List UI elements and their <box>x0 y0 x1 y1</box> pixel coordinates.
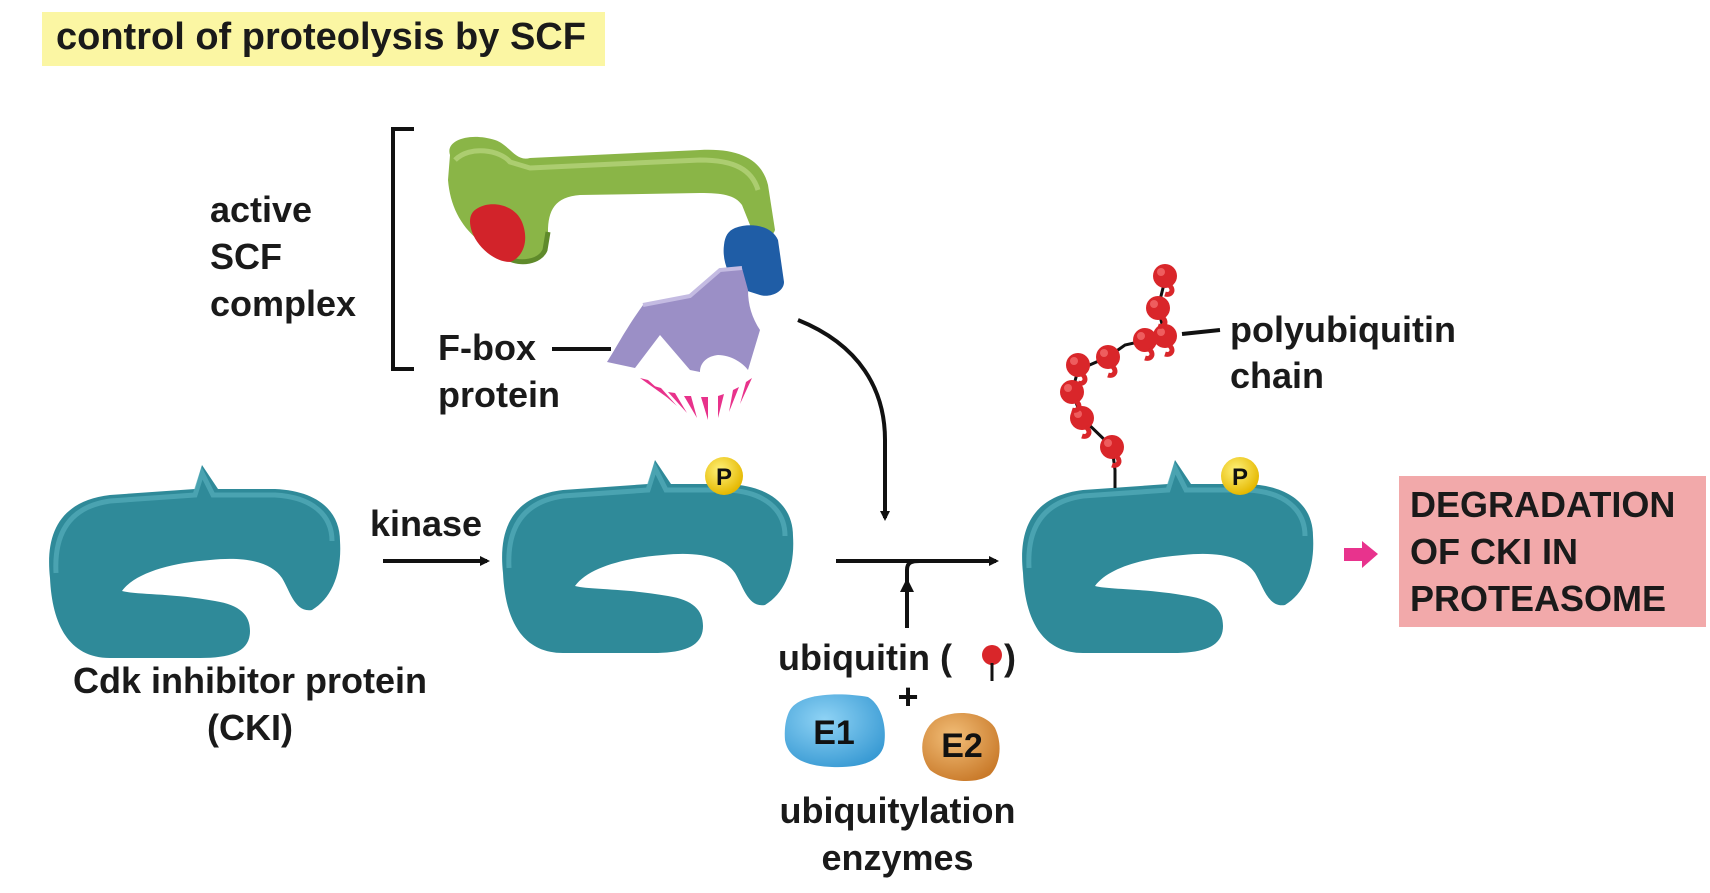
cki-label-line2: (CKI) <box>207 707 293 748</box>
scf-bracket <box>391 127 414 371</box>
fbox-label-line2: protein <box>438 374 560 415</box>
degradation-label-line2: OF CKI IN <box>1410 531 1578 572</box>
fbox-recognition-spikes <box>640 378 752 420</box>
active-scf-label-line2: SCF <box>210 236 282 277</box>
e1-label: E1 <box>813 714 855 752</box>
ubiquitin-icon <box>982 645 1002 681</box>
active-scf-label-line1: active <box>210 189 313 230</box>
phosphate-group-2 <box>1221 457 1259 495</box>
title-highlight <box>42 12 605 66</box>
polyubiquitin-leader-line <box>1181 328 1221 336</box>
e1-enzyme <box>784 694 885 768</box>
polyubiquitin-label-line1: polyubiquitin <box>1230 309 1456 350</box>
fbox-label-line1: F-box <box>438 327 536 368</box>
cki-protein-phosphorylated <box>502 460 793 653</box>
degradation-label-line1: DEGRADATION <box>1410 484 1676 525</box>
ubiquitin-label: ubiquitin ( <box>778 637 952 678</box>
ubiquitin-input-arrowhead <box>900 578 914 592</box>
degradation-box <box>1399 476 1706 627</box>
rbx-protein <box>470 204 526 262</box>
degradation-label-line3: PROTEASOME <box>1410 578 1667 619</box>
cki-protein-polyubiquitinated <box>1022 460 1313 653</box>
ubiquitin-label-close: ) <box>1004 637 1016 678</box>
plus-sign: + <box>897 676 918 717</box>
polyubiquitin-label-line2: chain <box>1230 355 1325 396</box>
fbox-protein-shape <box>607 266 760 372</box>
cki-label-line1: Cdk inhibitor protein <box>73 660 427 701</box>
page-title: control of proteolysis by SCF <box>56 16 586 58</box>
degradation-arrow <box>1344 541 1378 568</box>
kinase-label: kinase <box>370 503 483 544</box>
phosphate-label-1: P <box>716 464 732 491</box>
ubiquitylation-enzymes-line2: enzymes <box>821 837 974 878</box>
ubiquitylation-enzymes-line1: ubiquitylation <box>779 790 1016 831</box>
phosphate-group-1 <box>705 457 743 495</box>
polyubiquitin-chain <box>1060 264 1177 488</box>
e2-enzyme <box>922 713 1000 782</box>
cki-protein-unphosphorylated <box>49 465 340 658</box>
active-scf-label-line3: complex <box>210 283 357 324</box>
e2-label: E2 <box>941 727 983 765</box>
ubiquitin-input-arrow <box>905 559 921 628</box>
scf-to-reaction-arrow <box>797 318 890 521</box>
phosphate-label-2: P <box>1232 464 1248 491</box>
